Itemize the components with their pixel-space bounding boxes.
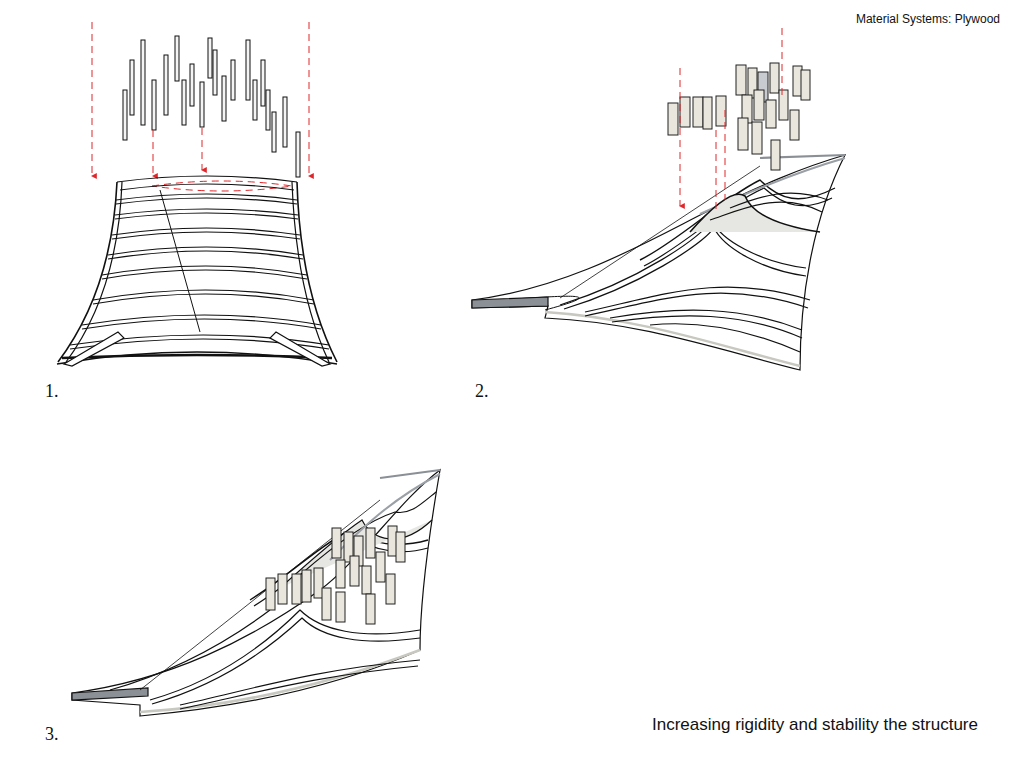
figure-two bbox=[472, 28, 845, 370]
page-title: Material Systems: Plywood bbox=[856, 12, 1000, 26]
figure-one bbox=[57, 22, 337, 366]
figure-number: 2. bbox=[475, 381, 489, 403]
figure-number: 1. bbox=[45, 381, 59, 403]
figure-caption: Increasing rigidity and stability the st… bbox=[652, 715, 978, 735]
figure-three bbox=[72, 470, 440, 716]
figure-number: 3. bbox=[45, 724, 59, 746]
